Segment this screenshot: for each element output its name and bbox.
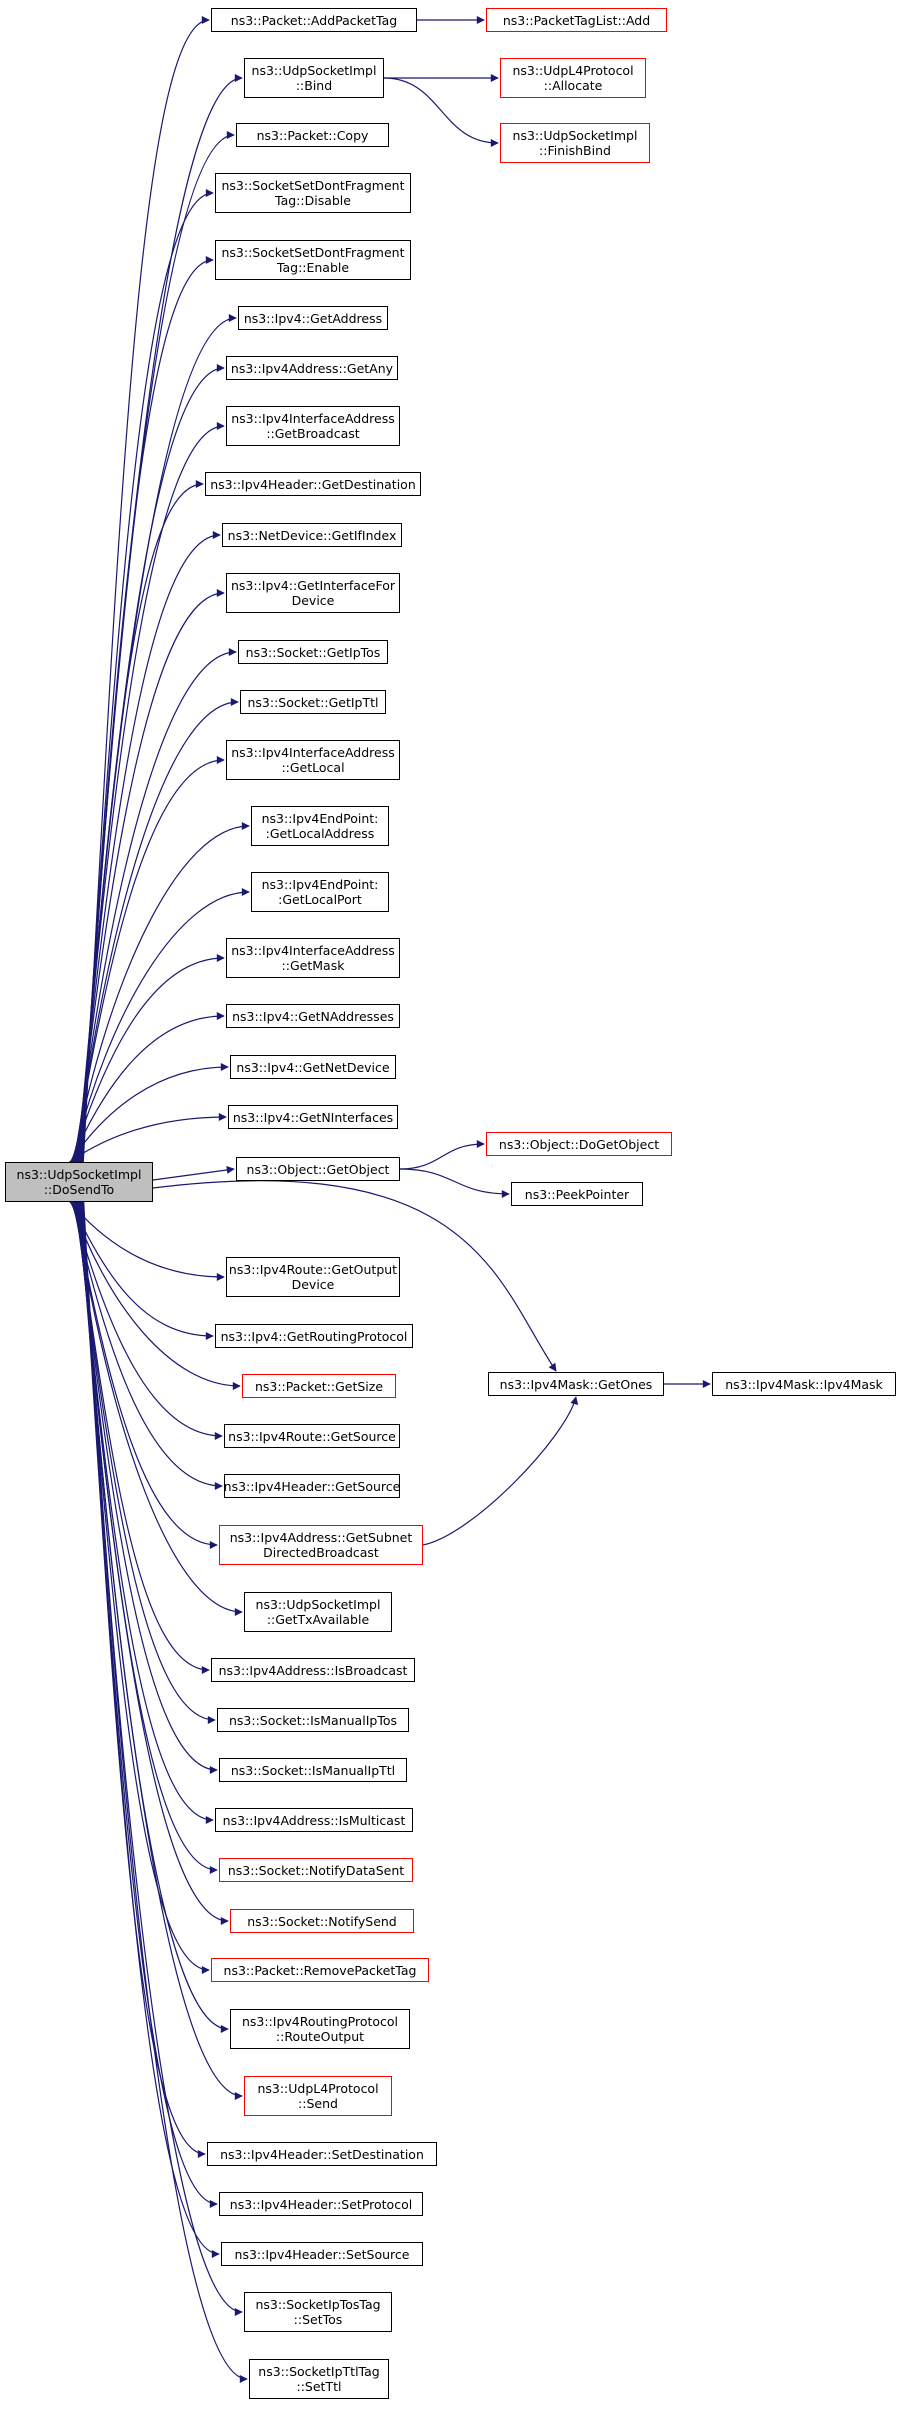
- edge-root-to-getninterfaces: [69, 1113, 227, 1163]
- node-setdestination[interactable]: ns3::Ipv4Header::SetDestination: [207, 2142, 437, 2166]
- node-getones[interactable]: ns3::Ipv4Mask::GetOnes: [488, 1372, 664, 1396]
- edge-root-to-ipv4-getaddress: [78, 314, 237, 1163]
- node-allocate[interactable]: ns3::UdpL4Protocol ::Allocate: [500, 58, 646, 98]
- edge-root-to-setprotocol: [80, 1201, 218, 2208]
- edge-root-to-copy: [81, 131, 235, 1163]
- node-copy[interactable]: ns3::Packet::Copy: [236, 123, 389, 147]
- edge-root-to-getnaddresses: [70, 1012, 225, 1163]
- edge-root-to-getifindex: [76, 531, 221, 1163]
- node-root[interactable]: ns3::UdpSocketImpl ::DoSendTo: [5, 1162, 153, 1202]
- node-setttl[interactable]: ns3::SocketIpTtlTag ::SetTtl: [249, 2359, 389, 2399]
- edge-root-to-getnetdevice: [69, 1063, 229, 1163]
- node-getoutputdevice[interactable]: ns3::Ipv4Route::GetOutput Device: [226, 1257, 400, 1297]
- edge-root-to-getobject: [152, 1166, 235, 1181]
- node-setprotocol[interactable]: ns3::Ipv4Header::SetProtocol: [219, 2192, 423, 2216]
- node-setsource[interactable]: ns3::Ipv4Header::SetSource: [221, 2242, 423, 2266]
- node-dontfrag-disable[interactable]: ns3::SocketSetDontFragment Tag::Disable: [215, 173, 411, 213]
- node-bind[interactable]: ns3::UdpSocketImpl ::Bind: [244, 58, 384, 98]
- edge-root-to-ismanualiptos: [74, 1201, 216, 1724]
- node-header-getsource[interactable]: ns3::Ipv4Header::GetSource: [224, 1474, 400, 1498]
- node-getmask[interactable]: ns3::Ipv4InterfaceAddress ::GetMask: [226, 938, 400, 978]
- edge-root-to-dontfrag-disable: [80, 189, 214, 1163]
- node-getsize[interactable]: ns3::Packet::GetSize: [242, 1374, 396, 1398]
- node-route-getsource[interactable]: ns3::Ipv4Route::GetSource: [224, 1424, 400, 1448]
- node-ismanualiptos[interactable]: ns3::Socket::IsManualIpTos: [217, 1708, 409, 1732]
- edge-root-to-udpl4-send: [79, 1201, 243, 2100]
- edge-root-to-getmask: [70, 954, 225, 1163]
- edge-getobject-to-peekpointer: [399, 1168, 510, 1198]
- node-isbroadcast[interactable]: ns3::Ipv4Address::IsBroadcast: [211, 1658, 415, 1682]
- edge-root-to-getlocalport: [71, 888, 250, 1163]
- node-getninterfaces[interactable]: ns3::Ipv4::GetNInterfaces: [228, 1105, 398, 1129]
- node-ismulticast[interactable]: ns3::Ipv4Address::IsMulticast: [215, 1808, 413, 1832]
- node-getroutingprotocol[interactable]: ns3::Ipv4::GetRoutingProtocol: [215, 1324, 413, 1348]
- edge-root-to-getinterfacefordevice: [75, 589, 225, 1163]
- edge-root-to-addpackettag: [82, 16, 210, 1163]
- edge-root-to-routeoutput: [78, 1201, 229, 2033]
- edge-root-to-setttl: [83, 1201, 248, 2383]
- edge-getobject-to-dogetobject: [399, 1140, 485, 1170]
- node-getifindex[interactable]: ns3::NetDevice::GetIfIndex: [222, 523, 402, 547]
- edge-root-to-getlocal: [73, 756, 225, 1163]
- node-getlocaladdress[interactable]: ns3::Ipv4EndPoint: :GetLocalAddress: [251, 806, 389, 846]
- edge-root-to-getdestination: [76, 480, 204, 1163]
- node-settos[interactable]: ns3::SocketIpTosTag ::SetTos: [244, 2292, 392, 2332]
- node-getsubnetdirectedbroadcast[interactable]: ns3::Ipv4Address::GetSubnet DirectedBroa…: [219, 1525, 423, 1565]
- node-getobject[interactable]: ns3::Object::GetObject: [236, 1157, 400, 1181]
- node-dogetobject[interactable]: ns3::Object::DoGetObject: [486, 1132, 672, 1156]
- node-removepackettag[interactable]: ns3::Packet::RemovePacketTag: [211, 1958, 429, 1982]
- node-getnaddresses[interactable]: ns3::Ipv4::GetNAddresses: [226, 1004, 400, 1028]
- edge-root-to-getoutputdevice: [69, 1201, 225, 1281]
- node-routeoutput[interactable]: ns3::Ipv4RoutingProtocol ::RouteOutput: [230, 2009, 410, 2049]
- edge-root-to-getiptos: [74, 648, 237, 1163]
- edge-root-to-getipttl: [74, 698, 239, 1163]
- node-getnetdevice[interactable]: ns3::Ipv4::GetNetDevice: [230, 1055, 396, 1079]
- edge-root-to-gettxavailable: [73, 1201, 243, 1616]
- node-gettxavailable[interactable]: ns3::UdpSocketImpl ::GetTxAvailable: [244, 1592, 392, 1632]
- edge-root-to-getbroadcast: [77, 422, 225, 1163]
- node-getdestination[interactable]: ns3::Ipv4Header::GetDestination: [205, 472, 421, 496]
- node-peekpointer[interactable]: ns3::PeekPointer: [511, 1182, 643, 1206]
- edge-root-to-setsource: [81, 1201, 220, 2258]
- edge-root-to-isbroadcast: [74, 1201, 210, 1674]
- node-getipttl[interactable]: ns3::Socket::GetIpTtl: [240, 690, 386, 714]
- edge-root-to-ismanualipttl: [75, 1201, 218, 1774]
- node-ismanualipttl[interactable]: ns3::Socket::IsManualIpTtl: [219, 1758, 407, 1782]
- edge-root-to-getlocaladdress: [72, 822, 250, 1163]
- node-ipv4mask-ctor[interactable]: ns3::Ipv4Mask::Ipv4Mask: [712, 1372, 896, 1396]
- node-ipv4-getaddress[interactable]: ns3::Ipv4::GetAddress: [238, 306, 388, 330]
- edge-bind-to-finishbind: [383, 77, 499, 147]
- node-tagslist-add[interactable]: ns3::PacketTagList::Add: [486, 8, 667, 32]
- edge-root-to-dontfrag-enable: [79, 256, 214, 1163]
- node-getinterfacefordevice[interactable]: ns3::Ipv4::GetInterfaceFor Device: [226, 573, 400, 613]
- node-getlocal[interactable]: ns3::Ipv4InterfaceAddress ::GetLocal: [226, 740, 400, 780]
- edge-root-to-setdestination: [80, 1201, 206, 2158]
- edge-getsubnetdirectedbroadcast-to-getones: [422, 1396, 579, 1546]
- node-addpackettag[interactable]: ns3::Packet::AddPacketTag: [211, 8, 417, 32]
- node-finishbind[interactable]: ns3::UdpSocketImpl ::FinishBind: [500, 123, 650, 163]
- node-getbroadcast[interactable]: ns3::Ipv4InterfaceAddress ::GetBroadcast: [226, 406, 400, 446]
- node-dontfrag-enable[interactable]: ns3::SocketSetDontFragment Tag::Enable: [215, 240, 411, 280]
- node-getiptos[interactable]: ns3::Socket::GetIpTos: [238, 640, 388, 664]
- node-notifysend[interactable]: ns3::Socket::NotifySend: [230, 1909, 414, 1933]
- node-getany[interactable]: ns3::Ipv4Address::GetAny: [226, 356, 398, 380]
- node-getlocalport[interactable]: ns3::Ipv4EndPoint: :GetLocalPort: [251, 872, 389, 912]
- node-notifydatasent[interactable]: ns3::Socket::NotifyDataSent: [219, 1858, 413, 1882]
- node-udpl4-send[interactable]: ns3::UdpL4Protocol ::Send: [244, 2076, 392, 2116]
